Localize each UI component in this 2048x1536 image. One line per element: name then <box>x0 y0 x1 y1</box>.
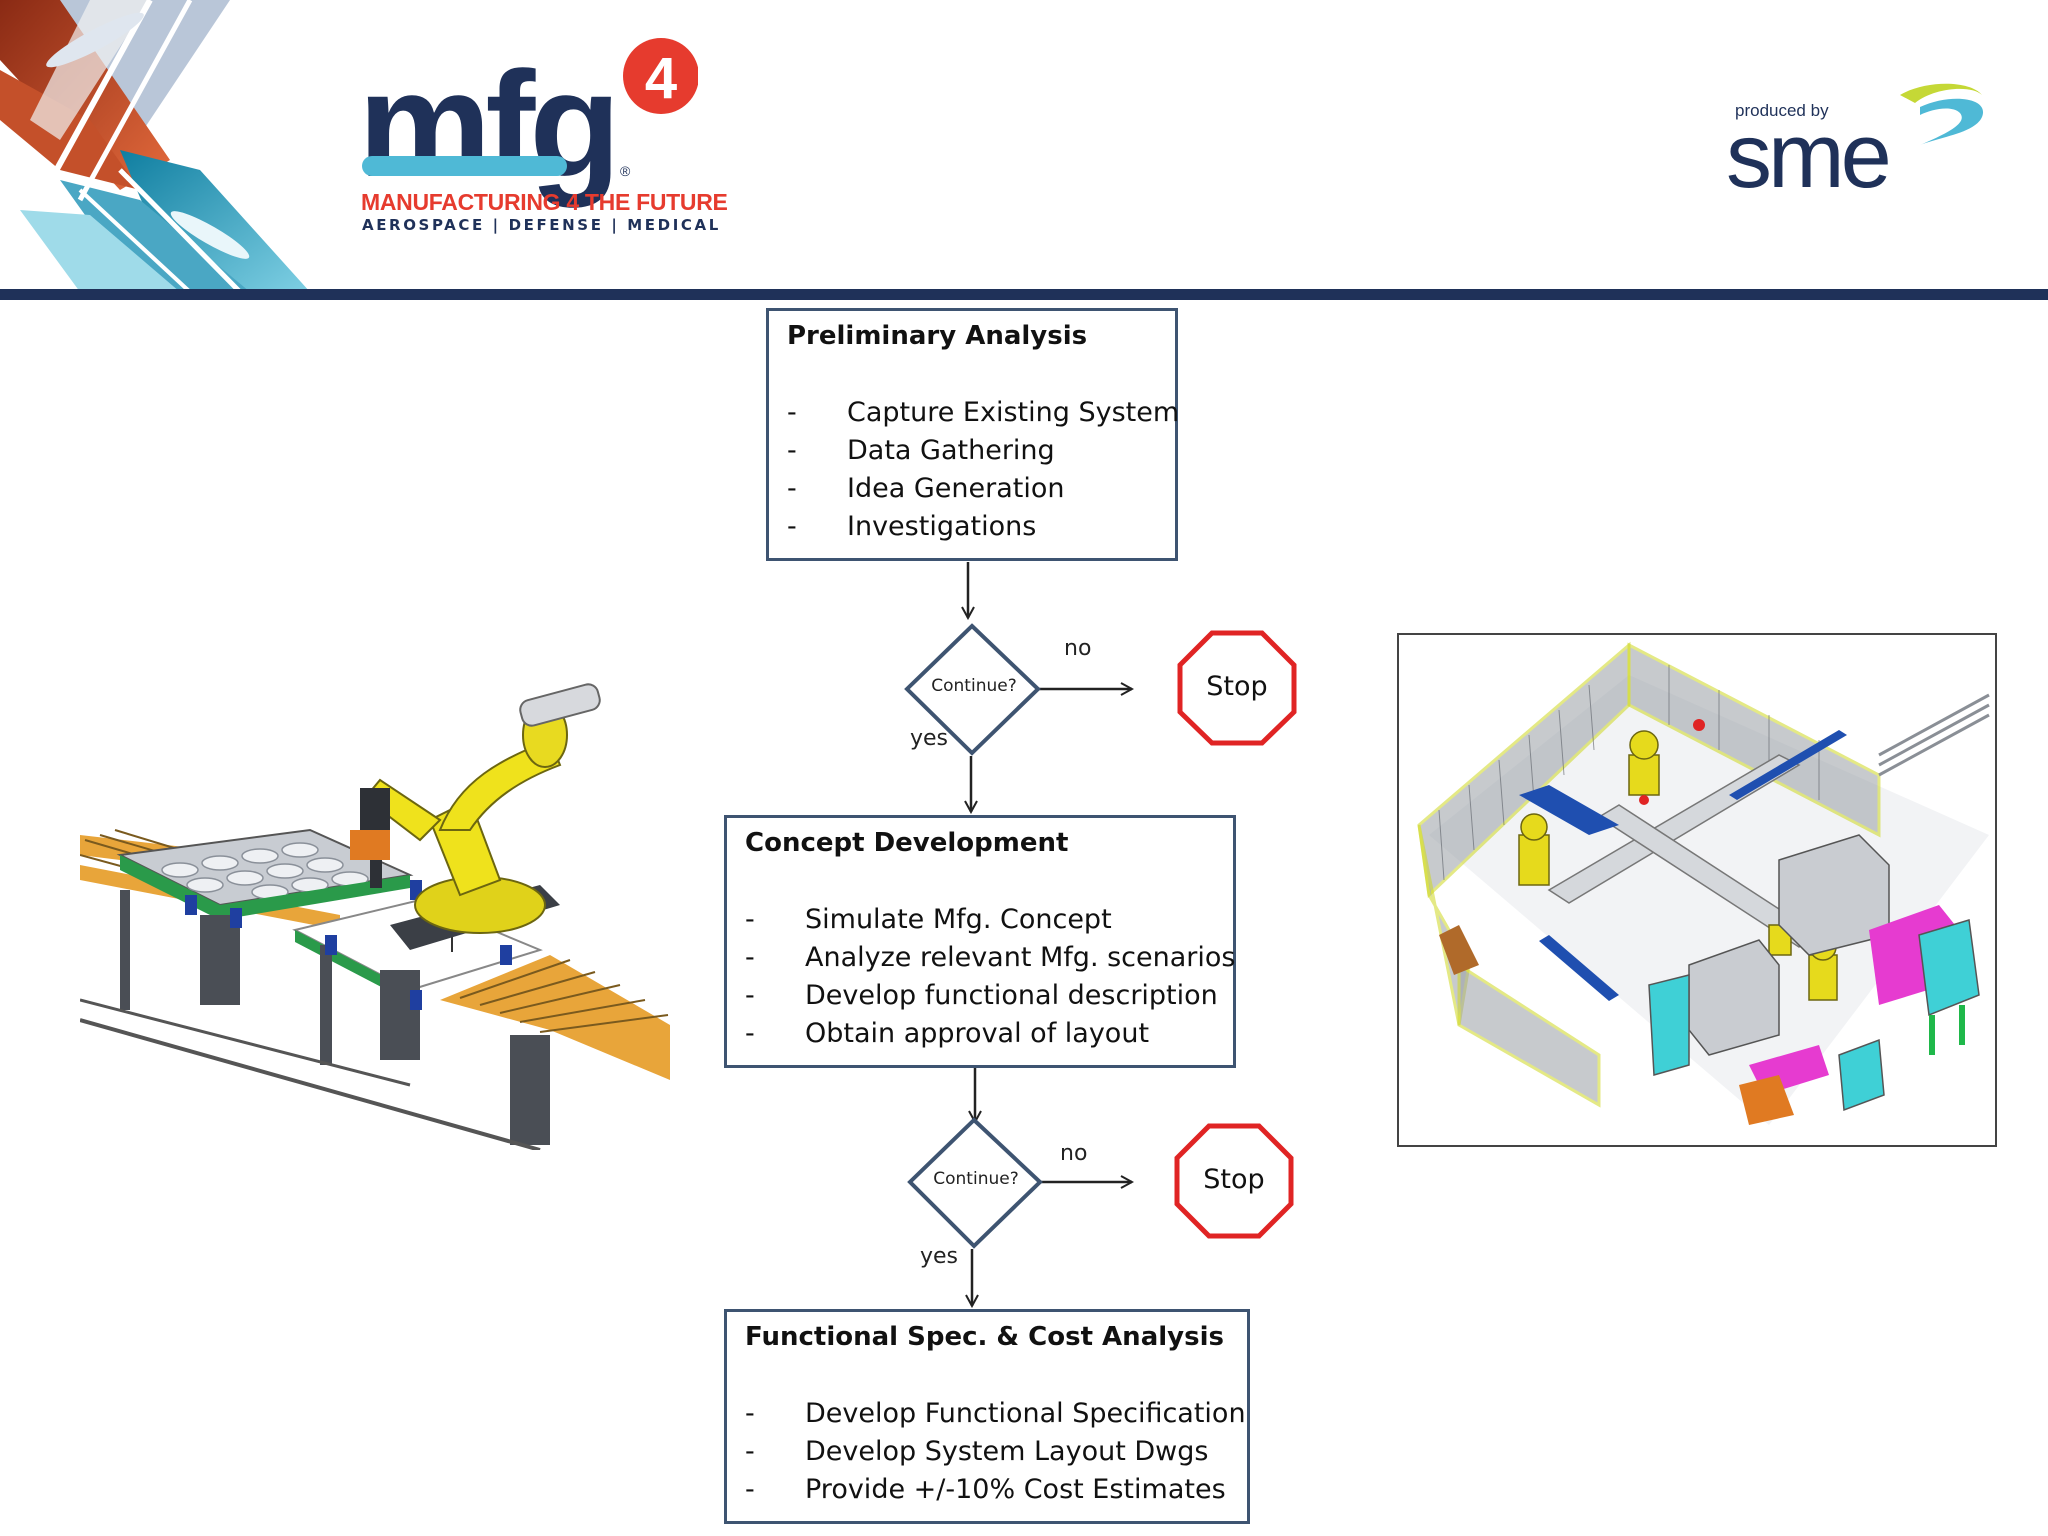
svg-text:mfg: mfg <box>358 40 615 208</box>
step-item-text: Develop System Layout Dwgs <box>805 1436 1209 1467</box>
mfg4-logo: mfg 4 ® <box>358 38 698 208</box>
step-item-text: Simulate Mfg. Concept <box>805 904 1112 935</box>
sme-wordmark: sme <box>1726 105 1892 207</box>
step-item-text: Idea Generation <box>847 473 1065 504</box>
sme-produced-by: produced by <box>1735 101 1829 120</box>
step-preliminary-analysis: Preliminary Analysis - Capture Existing … <box>766 308 1180 561</box>
decision1-label: Continue? <box>931 676 1017 696</box>
step-item-text: Obtain approval of layout <box>805 1018 1150 1049</box>
sme-logo-swoosh <box>1900 83 1984 145</box>
step-concept-development: Concept Development - Simulate Mfg. Conc… <box>724 815 1236 1068</box>
step-functional-spec-cost-analysis: Functional Spec. & Cost Analysis - Devel… <box>724 1309 1250 1524</box>
bullet-dash: - <box>745 904 755 935</box>
bullet-dash: - <box>745 1398 755 1429</box>
bullet-dash: - <box>787 435 797 466</box>
bullet-dash: - <box>745 980 755 1011</box>
bullet-dash: - <box>787 397 797 428</box>
bullet-dash: - <box>745 1436 755 1467</box>
decision1-diamond <box>904 623 1041 756</box>
corner-aerospace-art <box>0 0 310 292</box>
bullet-dash: - <box>745 942 755 973</box>
step-title: Functional Spec. & Cost Analysis <box>745 1322 1224 1352</box>
decision2-label: Continue? <box>933 1169 1019 1189</box>
header-divider <box>0 289 2048 300</box>
robotic-workcell-layout-illustration <box>1417 641 1990 1125</box>
mfg-tagline: MANUFACTURING 4 THE FUTURE <box>361 189 728 215</box>
bullet-dash: - <box>745 1018 755 1049</box>
stop1-label: Stop <box>1206 671 1268 702</box>
decision1-no-label: no <box>1064 636 1092 661</box>
bullet-dash: - <box>787 473 797 504</box>
step-item-text: Develop functional description <box>805 980 1218 1011</box>
decision1-yes-label: yes <box>910 726 949 751</box>
step-item-text: Develop Functional Specification <box>805 1398 1246 1429</box>
bullet-dash: - <box>787 511 797 542</box>
step-item-text: Provide +/-10% Cost Estimates <box>805 1474 1226 1505</box>
step-item-text: Data Gathering <box>847 435 1055 466</box>
stop2-octagon <box>1174 1123 1294 1239</box>
decision2-yes-label: yes <box>920 1244 959 1269</box>
svg-text:®: ® <box>620 163 631 179</box>
decision2-diamond <box>907 1117 1043 1249</box>
step-item-text: Analyze relevant Mfg. scenarios <box>805 942 1236 973</box>
step-title: Concept Development <box>745 828 1069 858</box>
bullet-dash: - <box>745 1474 755 1505</box>
step-item-text: Capture Existing System <box>847 397 1180 428</box>
step-title: Preliminary Analysis <box>787 321 1088 351</box>
step-item-text: Investigations <box>847 511 1037 542</box>
mfg-sectors: AEROSPACE | DEFENSE | MEDICAL <box>362 216 721 234</box>
slide-header: mfg 4 ® MANUFACTURING 4 THE FUTURE AEROS… <box>0 0 2048 300</box>
decision2-no-label: no <box>1060 1141 1088 1166</box>
stop1-octagon <box>1177 630 1297 746</box>
robot-conveyor-illustration <box>80 683 670 1150</box>
stop2-label: Stop <box>1203 1164 1265 1195</box>
svg-text:4: 4 <box>645 46 677 111</box>
